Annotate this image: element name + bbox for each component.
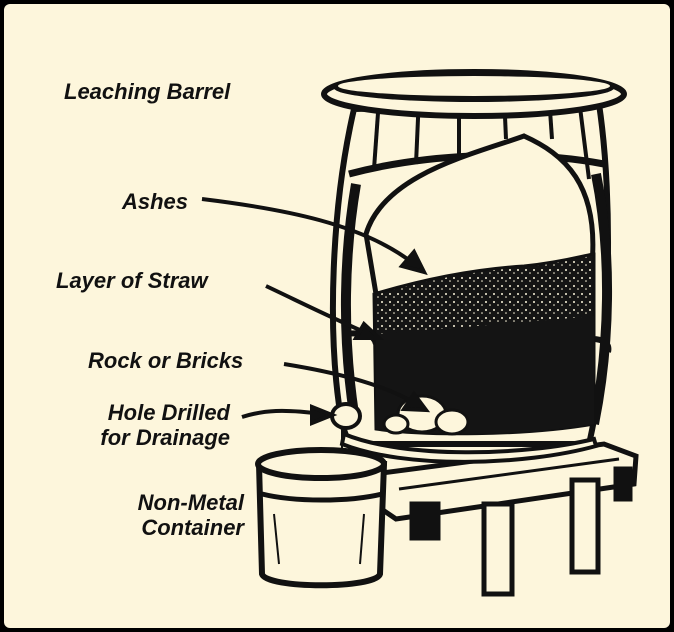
- leaching-barrel-illustration: [201, 69, 639, 597]
- label-container-line2: Container: [141, 515, 244, 540]
- label-non-metal-container: Non-Metal Container: [84, 490, 244, 540]
- label-hole-drilled-for-drainage: Hole Drilled for Drainage: [62, 400, 230, 450]
- diagram-frame: Leaching Barrel Ashes Layer of Straw Roc…: [4, 4, 670, 628]
- label-hole-drilled-line1: Hole Drilled: [107, 400, 230, 425]
- wooden-stand: [371, 441, 639, 597]
- label-ashes: Ashes: [122, 189, 189, 214]
- barrel-bottom: [339, 431, 599, 464]
- label-container-line1: Non-Metal: [137, 490, 244, 515]
- label-leaching-barrel: Leaching Barrel: [64, 79, 231, 104]
- label-hole-drilled-line2: for Drainage: [100, 425, 230, 450]
- non-metal-container: [255, 447, 388, 589]
- barrel-lid: [321, 69, 627, 119]
- label-rock-or-bricks: Rock or Bricks: [88, 348, 244, 373]
- label-layer-of-straw: Layer of Straw: [56, 268, 208, 293]
- label-arrows: [201, 197, 431, 426]
